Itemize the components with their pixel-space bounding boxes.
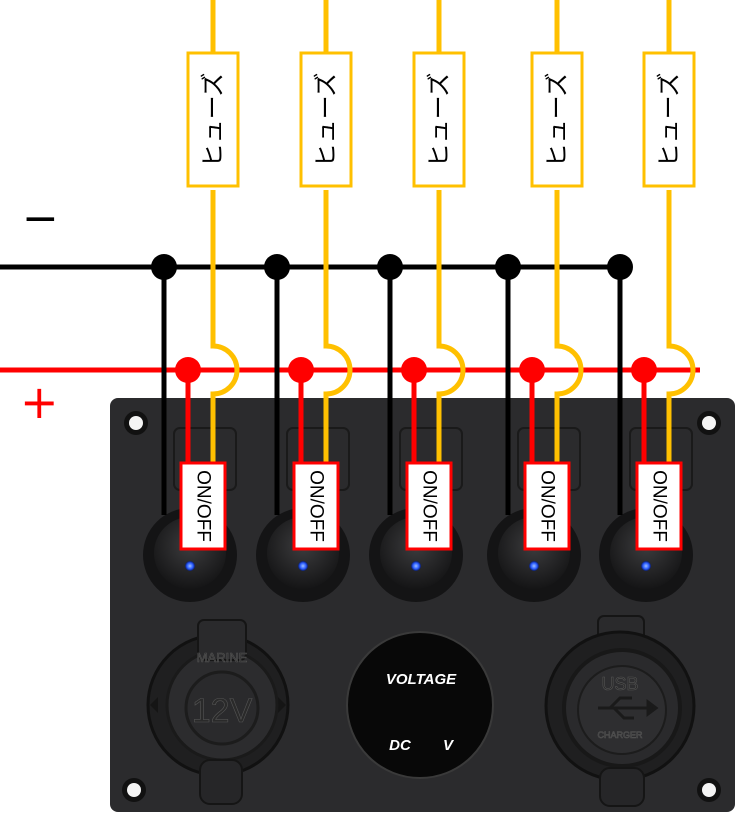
fuse-box	[412, 51, 466, 188]
positive-junction	[288, 357, 314, 383]
fuse-label: ヒューズ	[199, 73, 227, 168]
switch-label: ON/OFF	[649, 470, 670, 542]
voltmeter-title: VOLTAGE	[386, 671, 457, 688]
switch-label-box	[405, 461, 453, 551]
screw-icon	[124, 411, 148, 435]
switch-label: ON/OFF	[537, 470, 558, 542]
negative-junction	[151, 254, 177, 280]
switch-label: ON/OFF	[193, 470, 214, 542]
led-indicator	[298, 561, 308, 571]
negative-junction	[607, 254, 633, 280]
voltmeter: VOLTAGE DC V	[346, 631, 494, 779]
12v-label: 12V	[192, 692, 253, 730]
usb-label: USB	[601, 674, 638, 694]
positive-junction	[631, 357, 657, 383]
circuit-4: ヒューズ ON/OFF	[495, 0, 584, 551]
switch-label: ON/OFF	[419, 470, 440, 542]
fuse-box	[186, 51, 240, 188]
negative-junction	[264, 254, 290, 280]
screw-icon	[697, 778, 721, 802]
positive-junction	[175, 357, 201, 383]
circuit-5: ヒューズ ON/OFF	[607, 0, 696, 551]
positive-label: +	[20, 375, 59, 429]
led-indicator	[411, 561, 421, 571]
switch-label-box	[179, 461, 227, 551]
screw-icon	[122, 778, 146, 802]
switch-label-box	[292, 461, 340, 551]
led-indicator	[641, 561, 651, 571]
voltmeter-dc: DC	[389, 737, 412, 754]
fuse-label: ヒューズ	[655, 73, 683, 168]
12v-socket: MARINE 12V	[146, 619, 290, 805]
switch-label-box	[523, 461, 571, 551]
positive-junction	[519, 357, 545, 383]
switch-label-box	[635, 461, 683, 551]
usb-icon	[598, 696, 659, 720]
fuse-label: ヒューズ	[312, 73, 340, 168]
circuit-2: ヒューズ ON/OFF	[264, 0, 353, 551]
voltmeter-unit: V	[443, 737, 455, 754]
usb-sub-label: CHARGER	[597, 730, 643, 740]
fuse-label: ヒューズ	[425, 73, 453, 168]
screw-icon	[697, 411, 721, 435]
positive-junction	[401, 357, 427, 383]
led-indicator	[529, 561, 539, 571]
fuse-box	[530, 51, 584, 188]
fuse-box	[642, 51, 696, 188]
led-indicator	[185, 561, 195, 571]
switch-label: ON/OFF	[306, 470, 327, 542]
fuse-label: ヒューズ	[543, 73, 571, 168]
negative-label: −	[22, 193, 59, 244]
circuit-1: ヒューズ ON/OFF	[151, 0, 240, 551]
circuit-3: ヒューズ ON/OFF	[377, 0, 466, 551]
negative-junction	[495, 254, 521, 280]
12v-cap-label: MARINE	[197, 650, 248, 665]
fuse-box	[299, 51, 353, 188]
usb-socket: USB CHARGER	[544, 615, 696, 807]
negative-junction	[377, 254, 403, 280]
